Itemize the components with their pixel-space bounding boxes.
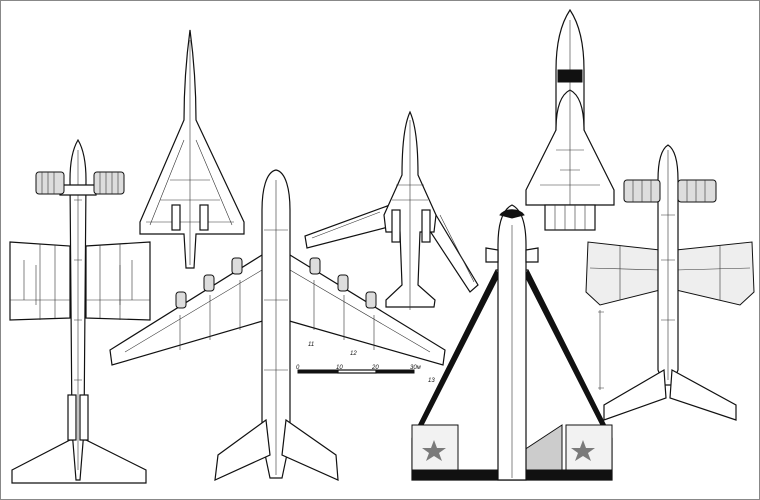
section-marker-12: 12 [350,351,357,357]
aircraft-carrier-right [585,144,755,421]
scale-bar: 0 10 20 30м 11 12 13 [296,342,435,384]
section-marker-11: 11 [308,342,314,348]
scale-label-0: 0 [296,365,300,371]
aircraft-swept-wing-bomber [304,110,479,310]
spaceplane [411,204,613,481]
scale-label-30: 30м [410,365,421,371]
star-emblem-right [571,440,595,461]
section-marker-13: 13 [428,378,435,384]
aircraft-six-engine-transport [109,169,446,481]
orbiter-launch-stack [525,8,615,231]
aircraft-supersonic-delta [139,29,245,269]
scale-label-20: 20 [371,365,379,371]
aircraft-straight-wing-left [9,138,151,484]
scale-label-10: 10 [336,365,343,371]
star-emblem-left [422,440,446,461]
